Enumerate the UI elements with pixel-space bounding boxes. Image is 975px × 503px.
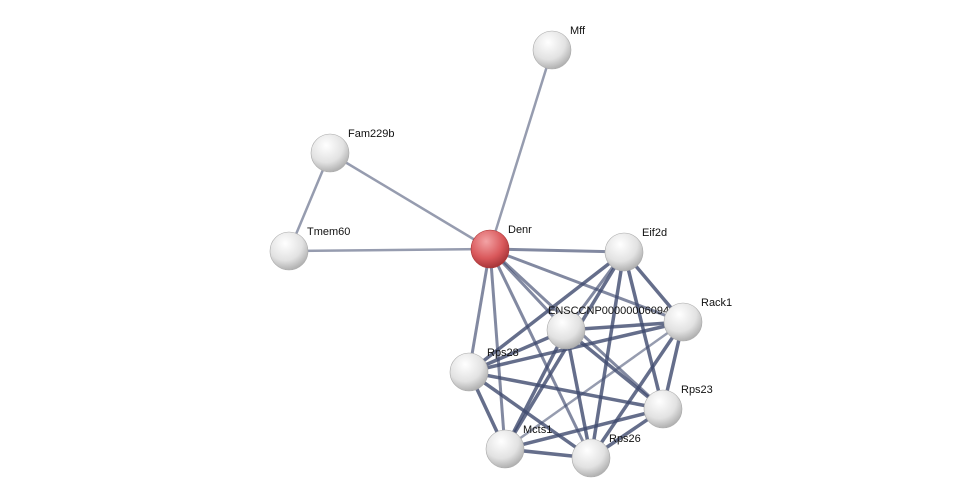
- node-label: Rps23: [681, 384, 713, 396]
- node-label: Fam229b: [348, 128, 394, 140]
- edge-rps23-mcts1[interactable]: [504, 407, 664, 451]
- protein-node[interactable]: [269, 231, 309, 271]
- edge-rack1-rps26[interactable]: [589, 321, 685, 459]
- protein-node[interactable]: [643, 389, 683, 429]
- edge-rack1-mcts1[interactable]: [504, 320, 684, 451]
- node-rack1[interactable]: Rack1: [663, 297, 732, 342]
- edge-ensccnp00000006094-mcts1[interactable]: [503, 329, 568, 450]
- edge-eif2d-rps28[interactable]: [467, 250, 626, 374]
- node-label: Rps26: [609, 433, 641, 445]
- node-tmem60[interactable]: Tmem60: [269, 226, 350, 271]
- node-label: Eif2d: [642, 227, 667, 239]
- node-label: Tmem60: [307, 226, 350, 238]
- node-label: Mff: [570, 25, 586, 37]
- protein-node[interactable]: [532, 30, 572, 70]
- edge-rps28-rps26[interactable]: [467, 370, 593, 460]
- edge-fam229b-denr[interactable]: [329, 151, 491, 251]
- edge-tmem60-denr[interactable]: [288, 247, 491, 253]
- node-mff[interactable]: Mff: [532, 25, 586, 70]
- node-denr[interactable]: Denr: [470, 224, 532, 269]
- edge-denr-eif2d[interactable]: [489, 247, 625, 254]
- query-protein-node[interactable]: [470, 229, 510, 269]
- edge-ensccnp00000006094-rack1[interactable]: [565, 320, 684, 332]
- node-rps26[interactable]: Rps26: [571, 433, 641, 478]
- node-label: Denr: [508, 224, 532, 236]
- node-label: ENSCCNP00000006094: [548, 305, 669, 317]
- edge-rps28-rps23[interactable]: [468, 370, 664, 411]
- edge-denr-rack1[interactable]: [489, 247, 684, 324]
- node-ensccnp00000006094[interactable]: ENSCCNP00000006094: [546, 305, 669, 350]
- edge-rack1-rps28[interactable]: [468, 320, 684, 374]
- node-rps23[interactable]: Rps23: [643, 384, 713, 429]
- protein-node[interactable]: [449, 352, 489, 392]
- protein-node[interactable]: [310, 133, 350, 173]
- node-fam229b[interactable]: Fam229b: [310, 128, 394, 173]
- protein-node[interactable]: [546, 310, 586, 350]
- edge-eif2d-rps26[interactable]: [589, 251, 626, 459]
- node-label: Mcts1: [523, 424, 552, 436]
- edge-denr-rps28[interactable]: [467, 248, 492, 373]
- protein-node[interactable]: [485, 429, 525, 469]
- node-rps28[interactable]: Rps28: [449, 347, 519, 392]
- node-label: Rps28: [487, 347, 519, 359]
- protein-node[interactable]: [571, 438, 611, 478]
- protein-node[interactable]: [604, 232, 644, 272]
- node-mcts1[interactable]: Mcts1: [485, 424, 552, 469]
- node-eif2d[interactable]: Eif2d: [604, 227, 667, 272]
- protein-node[interactable]: [663, 302, 703, 342]
- node-label: Rack1: [701, 297, 732, 309]
- edge-mff-denr[interactable]: [488, 49, 554, 250]
